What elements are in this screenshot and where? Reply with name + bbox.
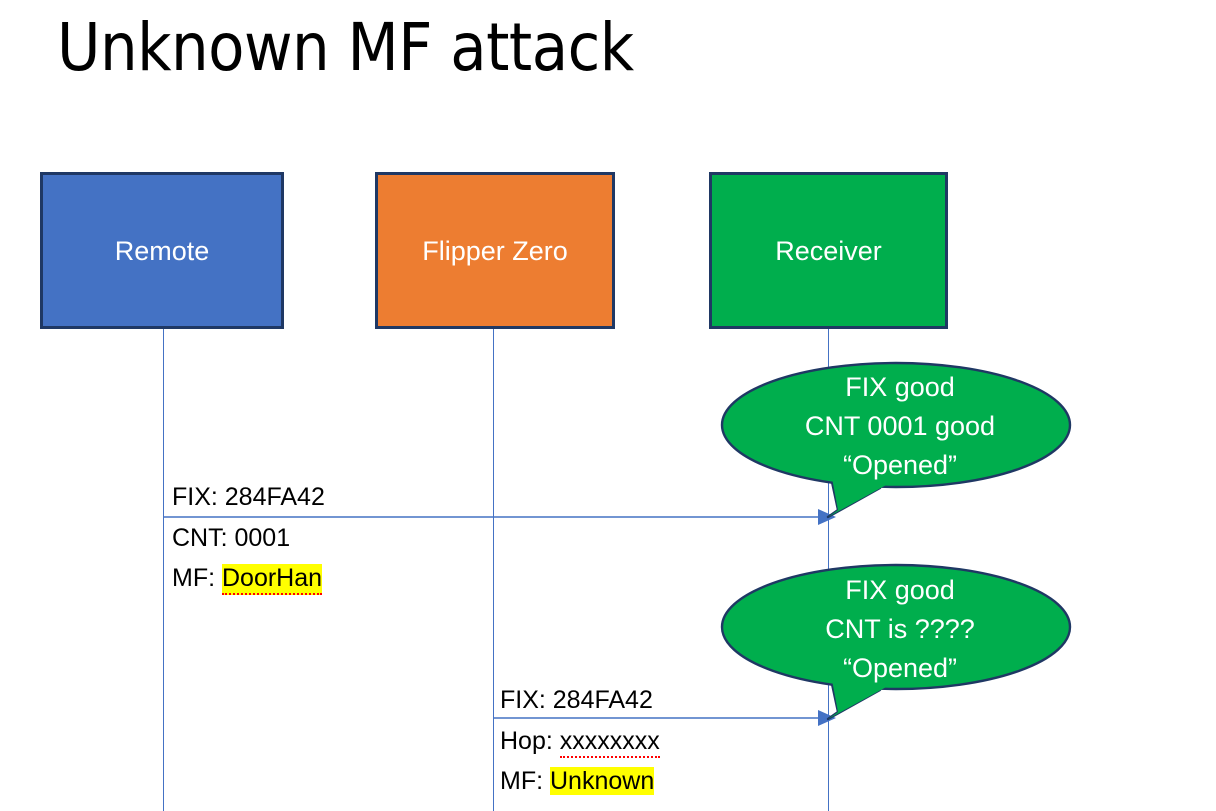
lifeline-flipper-zero [493, 329, 494, 811]
message-2-body: Hop: xxxxxxxx MF: Unknown [500, 721, 660, 801]
actor-box-receiver[interactable]: Receiver [709, 172, 948, 329]
actor-box-flipper-zero[interactable]: Flipper Zero [375, 172, 615, 329]
message-1-line-2: CNT: 0001 [172, 524, 291, 552]
actor-box-remote[interactable]: Remote [40, 172, 284, 329]
message-2-line-3: MF: Unknown [500, 761, 660, 801]
message-2-line-1: FIX: 284FA42 [500, 686, 653, 714]
message-arrow-flipper-to-receiver [493, 710, 836, 726]
actor-label-flipper-zero: Flipper Zero [422, 235, 568, 266]
page-title: Unknown MF attack [57, 9, 634, 86]
actor-label-receiver: Receiver [775, 235, 882, 266]
message-2-line-2: Hop: xxxxxxxx [500, 721, 660, 761]
message-1-line-3-value: DoorHan [222, 564, 323, 595]
message-2-line-2-value: xxxxxxxx [559, 727, 660, 758]
message-1-line-3: MF: DoorHan [172, 558, 323, 598]
callout-bubble-receiver-1 [720, 361, 1072, 519]
message-2-line-3-value: Unknown [550, 767, 655, 795]
callout-bubble-receiver-2 [720, 563, 1072, 721]
message-1-body: CNT: 0001 MF: DoorHan [172, 518, 323, 598]
message-1-line-1: FIX: 284FA42 [172, 483, 325, 511]
message-2-line-3-prefix: MF: [500, 767, 550, 795]
lifeline-remote [163, 329, 164, 811]
message-2-line-2-prefix: Hop: [500, 727, 560, 755]
actor-label-remote: Remote [114, 235, 210, 266]
message-1-line-3-prefix: MF: [172, 564, 222, 592]
